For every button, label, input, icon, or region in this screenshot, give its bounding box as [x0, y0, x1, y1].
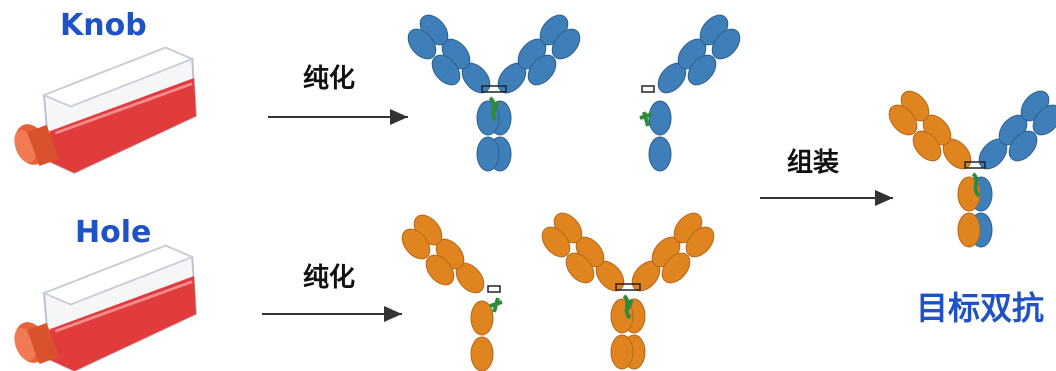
hole-homodimer-antibody-icon: [537, 208, 720, 369]
purify-top-label: 纯化: [303, 58, 355, 95]
knob-flask-icon: [9, 48, 196, 173]
target-bispecific-antibody-icon: [884, 86, 1056, 247]
knob-label: Knob: [60, 8, 147, 43]
knob-half-antibody-icon: [640, 10, 745, 171]
hole-half-antibody-icon: [397, 210, 502, 371]
result-label: 目标双抗: [916, 283, 1044, 329]
purify-bottom-label: 纯化: [303, 257, 355, 294]
assemble-label: 组装: [787, 142, 839, 179]
knob-homodimer-antibody-icon: [403, 10, 586, 171]
hole-label: Hole: [75, 215, 151, 250]
hole-flask-icon: [9, 246, 196, 371]
